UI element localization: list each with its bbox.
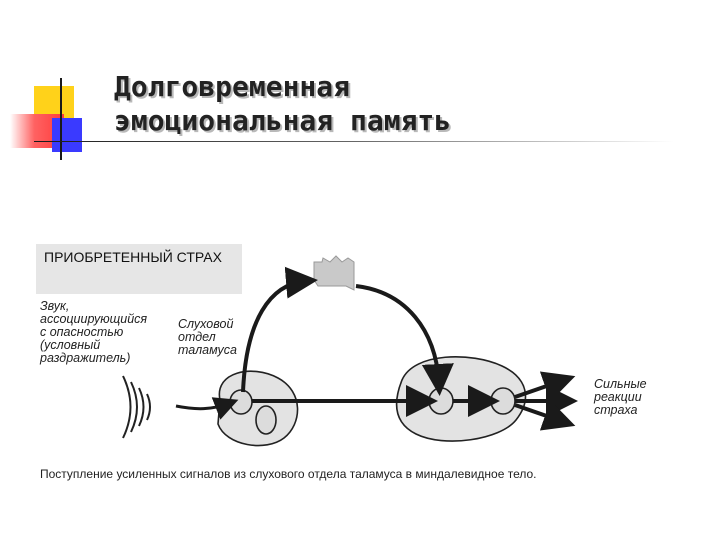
- reaction-arrow-up: [514, 371, 576, 402]
- reaction-arrow-down: [514, 400, 576, 431]
- reaction-label: Сильные реакции страха: [594, 377, 647, 417]
- sound-waves-icon: [122, 375, 151, 439]
- stimulus-label: Звук, ассоциирующийся с опасностью (усло…: [40, 299, 148, 365]
- title-line-1: Долговременная: [114, 70, 351, 103]
- thalamus-nucleus: [229, 389, 253, 415]
- thalamus-nucleus-lower: [255, 405, 277, 435]
- thalamus-label: Слуховой отдел таламуса: [178, 317, 237, 357]
- title-line-2: эмоциональная память: [114, 104, 452, 137]
- decor-vertical-line: [60, 78, 62, 160]
- title-underline: [34, 141, 674, 142]
- cortex-icon: [313, 255, 355, 291]
- figure-caption: Поступление усиленных сигналов из слухов…: [40, 467, 537, 481]
- acquired-fear-heading: ПРИОБРЕТЕННЫЙ СТРАХ: [44, 249, 222, 265]
- cortex-to-amygdala-arrow: [355, 284, 454, 396]
- thalamus-to-cortex-arrow: [241, 266, 318, 393]
- page-title: Долговременная эмоциональная память: [114, 70, 451, 138]
- sound-input-arrow: [175, 397, 239, 420]
- amygdala-nucleus: [428, 387, 454, 415]
- acquired-fear-panel: ПРИОБРЕТЕННЫЙ СТРАХ: [36, 244, 242, 294]
- thalamus-region: [217, 370, 299, 447]
- output-nucleus: [490, 387, 516, 415]
- decor-blue-square: [52, 118, 82, 152]
